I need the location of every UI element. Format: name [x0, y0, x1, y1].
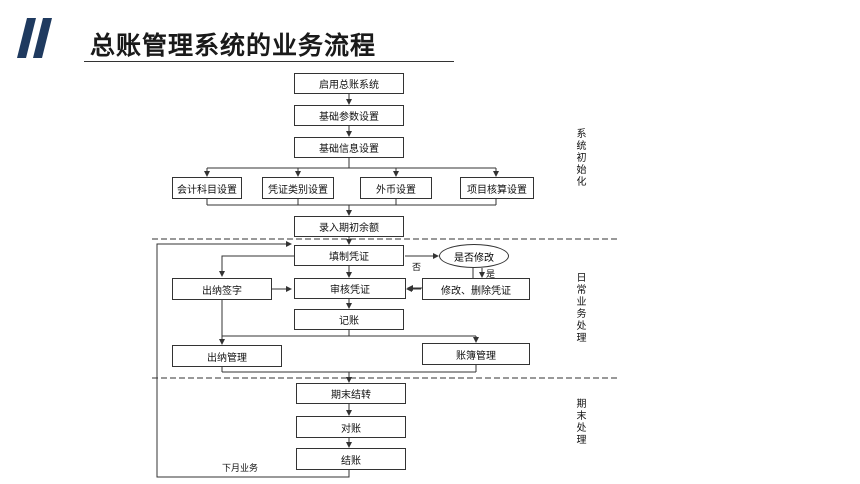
label-decision-yes: 是: [486, 270, 496, 280]
box-post: 记账: [294, 309, 404, 330]
box-fill-voucher: 填制凭证: [294, 245, 404, 266]
decision-modify: 是否修改: [439, 244, 509, 268]
page-title: 总账管理系统的业务流程: [90, 31, 377, 60]
box-modify-delete: 修改、删除凭证: [422, 278, 530, 300]
title-underline: [84, 61, 454, 62]
box-book-management: 账簿管理: [422, 343, 530, 365]
box-basic-info: 基础信息设置: [294, 137, 404, 158]
box-account-subjects: 会计科目设置: [172, 177, 242, 199]
box-foreign-currency: 外币设置: [360, 177, 432, 199]
box-opening-balance: 录入期初余额: [294, 216, 404, 237]
arrow-fill-cashier: [219, 255, 294, 277]
box-audit-voucher: 审核凭证: [294, 278, 406, 299]
box-project-accounting: 项目核算设置: [460, 177, 534, 199]
box-period-transfer: 期末结转: [296, 383, 406, 404]
phase-label-init: 系统初始化: [574, 128, 585, 188]
phase-label-daily: 日常业务处理: [574, 272, 585, 344]
phase-label-period-end: 期末处理: [574, 398, 585, 446]
box-reconcile: 对账: [296, 416, 406, 438]
box-close-books: 结账: [296, 448, 406, 470]
box-cash-management: 出纳管理: [172, 345, 282, 367]
box-voucher-types: 凭证类别设置: [262, 177, 334, 199]
box-cashier-sign: 出纳签字: [172, 278, 272, 300]
arrow-next-month-loop: [156, 241, 350, 478]
label-decision-no: 否: [412, 263, 422, 273]
box-basic-params: 基础参数设置: [294, 105, 404, 126]
box-start-system: 启用总账系统: [294, 73, 404, 94]
label-next-month: 下月业务: [222, 464, 259, 474]
